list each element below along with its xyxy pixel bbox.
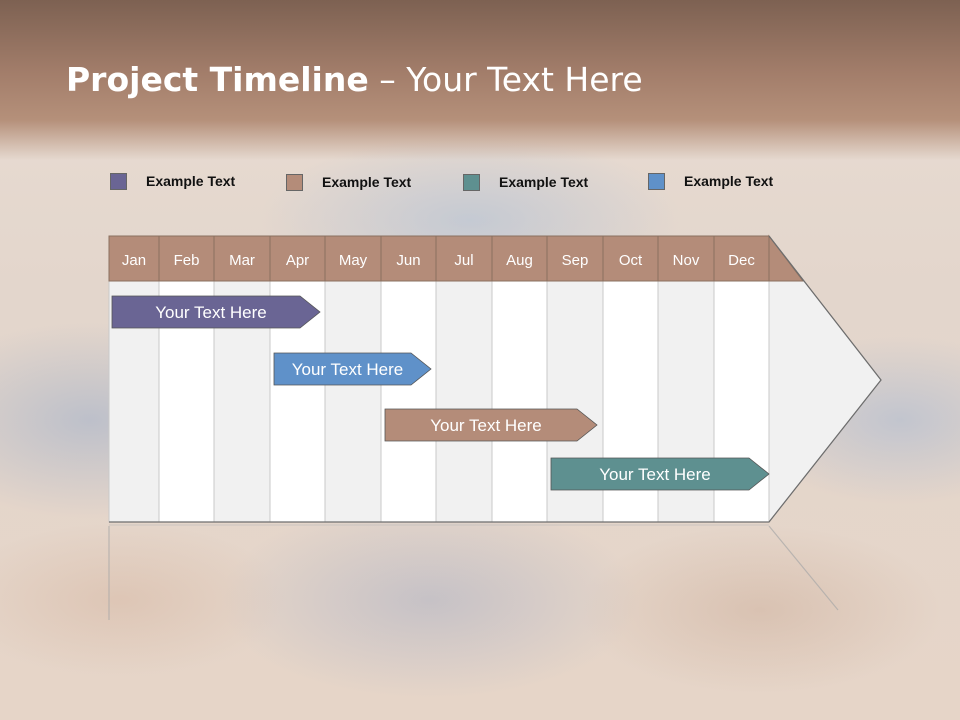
task-arrow: [384, 408, 598, 442]
legend-label-3: Example Text: [499, 174, 589, 190]
month-label: Sep: [562, 252, 589, 269]
month-header-cell: [657, 235, 715, 282]
month-label: Nov: [673, 252, 700, 269]
legend-swatch-3: [463, 173, 480, 191]
month-header-cell: [108, 235, 160, 282]
month-label: Feb: [174, 252, 200, 269]
page-title-bold: Project Timeline: [66, 60, 369, 99]
legend-label-4: Example Text: [684, 173, 774, 189]
month-label: Jan: [122, 252, 146, 269]
legend-item-3: Example Text: [463, 172, 588, 192]
month-label: May: [339, 252, 368, 269]
timeline-arrow-outline: [109, 235, 882, 523]
task-arrow-label: Your Text Here: [430, 416, 542, 435]
reflection-right: [768, 525, 839, 611]
task-arrow-label: Your Text Here: [155, 303, 267, 322]
month-header-cell: [602, 235, 659, 282]
task-arrow-label: Your Text Here: [599, 465, 711, 484]
legend-item-1: Example Text: [110, 171, 235, 191]
month-label: Dec: [728, 252, 755, 269]
month-label: Jun: [396, 252, 420, 269]
legend-item-4: Example Text: [648, 171, 773, 191]
legend-label-1: Example Text: [146, 173, 236, 189]
month-column: [435, 280, 493, 523]
legend-swatch-4: [648, 172, 665, 190]
legend-swatch-2: [286, 173, 303, 191]
month-label: Apr: [286, 252, 309, 269]
month-header-cell: [158, 235, 215, 282]
month-column: [380, 280, 437, 523]
page-title: Project Timeline – Your Text Here: [66, 60, 643, 99]
task-arrow: [550, 457, 770, 491]
month-column: [324, 280, 382, 523]
month-header-cell: [491, 235, 548, 282]
month-label: Oct: [619, 252, 643, 269]
month-label: Jul: [454, 252, 473, 269]
month-header-cell: [324, 235, 382, 282]
task-arrow: [273, 352, 432, 386]
month-column: [491, 280, 548, 523]
month-label: Aug: [506, 252, 533, 269]
month-header-cell: [269, 235, 326, 282]
month-header-cell: [213, 235, 271, 282]
legend-label-2: Example Text: [322, 174, 412, 190]
task-arrow: [111, 295, 321, 329]
page-title-rest: – Your Text Here: [368, 60, 643, 99]
legend-item-2: Example Text: [286, 172, 411, 192]
title-band: [0, 0, 960, 160]
month-header-cell: [380, 235, 437, 282]
task-arrow-label: Your Text Here: [292, 360, 404, 379]
month-label: Mar: [229, 252, 255, 269]
month-header-cell: [546, 235, 604, 282]
legend-swatch-1: [110, 172, 127, 190]
month-header-cell: [435, 235, 493, 282]
